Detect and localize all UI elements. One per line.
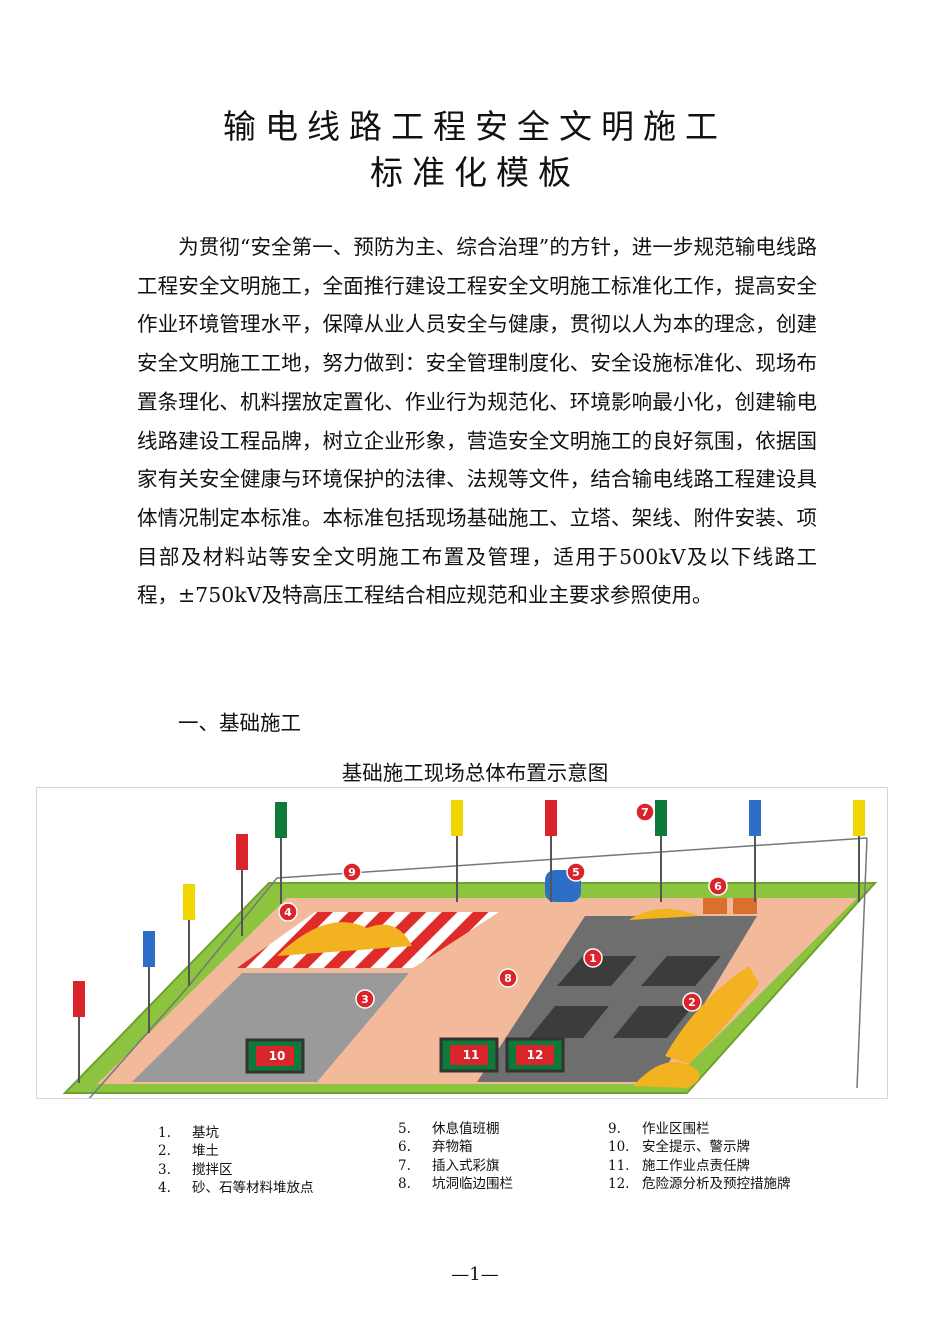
legend-item-label: 安全提示、警示牌 <box>642 1139 750 1156</box>
figure-marker-label: 6 <box>714 880 722 893</box>
figure-marker-label: 3 <box>361 993 369 1006</box>
figure-marker-8: 8 <box>498 968 518 988</box>
foundation-pit <box>641 956 721 986</box>
figure-marker-label: 4 <box>284 906 292 919</box>
legend-item: 4. 砂、石等材料堆放点 <box>158 1179 314 1197</box>
figure-marker-5: 5 <box>566 862 586 882</box>
legend-item: 1. 基坑 <box>158 1124 314 1142</box>
page-number: —1— <box>451 1264 499 1285</box>
legend-item-label: 作业区围栏 <box>642 1121 710 1137</box>
legend-item-label: 砂、石等材料堆放点 <box>192 1179 314 1196</box>
colored-flag <box>655 800 667 902</box>
colored-flag <box>143 931 155 1033</box>
legend-column-2: 5. 休息值班棚 6. 弃物箱 7. 插入式彩旗 8. 坑洞临边围栏 <box>398 1120 513 1193</box>
figure-marker-10: 10 <box>269 1049 286 1063</box>
legend-item-label: 休息值班棚 <box>432 1121 500 1137</box>
figure-marker-2: 2 <box>682 992 702 1012</box>
title-line-1: 输电线路工程安全文明施工 <box>223 107 727 146</box>
waste-box <box>733 898 757 914</box>
legend-item: 5. 休息值班棚 <box>398 1120 513 1138</box>
colored-flag <box>73 981 85 1083</box>
legend-item-number: 9. <box>608 1121 621 1137</box>
figure-marker-label: 8 <box>504 972 512 985</box>
soil-pile <box>629 908 699 920</box>
legend-item-number: 3. <box>158 1161 171 1178</box>
figure-marker-1: 1 <box>583 948 603 968</box>
colored-flag <box>545 800 557 902</box>
legend-item-number: 4. <box>158 1179 171 1196</box>
legend-item-label: 堆土 <box>192 1143 219 1160</box>
soil-pile <box>665 966 759 1064</box>
legend-column-3: 9. 作业区围栏 10. 安全提示、警示牌 11. 施工作业点责任牌 12. 危险源分析及预控… <box>608 1120 791 1193</box>
legend-item: 2. 堆土 <box>158 1142 314 1160</box>
figure-marker-label: 10 <box>269 1049 286 1063</box>
legend-item-number: 12. <box>608 1175 630 1192</box>
legend-item: 6. 弃物箱 <box>398 1138 513 1156</box>
legend-item-label: 插入式彩旗 <box>432 1157 500 1174</box>
figure-marker-12: 12 <box>527 1048 544 1062</box>
soil-pile <box>633 1061 700 1088</box>
legend-item-number: 1. <box>158 1125 171 1141</box>
waste-box <box>703 898 727 914</box>
legend-item: 11. 施工作业点责任牌 <box>608 1157 791 1175</box>
figure-marker-label: 2 <box>688 996 696 1009</box>
work-area-fence <box>88 837 868 1098</box>
legend-item-number: 8. <box>398 1175 411 1192</box>
intro-paragraph-text: 为贯彻“安全第一、预防为主、综合治理”的方针，进一步规范输电线路工程安全文明施工… <box>137 235 817 608</box>
figure-marker-label: 11 <box>463 1048 480 1062</box>
figure-marker-9: 9 <box>342 862 362 882</box>
legend-item-number: 5. <box>398 1121 411 1137</box>
legend-item-label: 坑洞临边围栏 <box>432 1175 513 1192</box>
legend-item: 9. 作业区围栏 <box>608 1120 791 1138</box>
colored-flag <box>183 884 195 986</box>
legend-item: 12. 危险源分析及预控措施牌 <box>608 1175 791 1193</box>
legend-item: 8. 坑洞临边围栏 <box>398 1175 513 1193</box>
figure-marker-11: 11 <box>463 1048 480 1062</box>
colored-flag <box>853 800 865 902</box>
legend-item: 3. 搅拌区 <box>158 1161 314 1179</box>
colored-flag <box>749 800 761 902</box>
colored-flag <box>236 834 248 936</box>
legend-item: 10. 安全提示、警示牌 <box>608 1138 791 1156</box>
legend-item-number: 7. <box>398 1157 411 1174</box>
figure-marker-label: 1 <box>589 952 597 965</box>
figure-marker-6: 6 <box>708 876 728 896</box>
foundation-pit <box>613 1006 693 1038</box>
legend-item-label: 基坑 <box>192 1125 219 1141</box>
legend-item-number: 2. <box>158 1143 171 1160</box>
mixing-zone <box>132 973 409 1082</box>
figure-marker-3: 3 <box>355 989 375 1009</box>
figure-marker-7: 7 <box>635 802 655 822</box>
figure-marker-label: 7 <box>641 806 649 819</box>
legend-column-1: 1. 基坑 2. 堆土 3. 搅拌区 4. 砂、石等材料堆放点 <box>158 1124 314 1197</box>
work-area-fence <box>856 837 868 1089</box>
title-line-2: 标准化模板 <box>370 153 580 192</box>
foundation-pit <box>529 1006 609 1038</box>
legend-item-number: 11. <box>608 1157 630 1174</box>
legend-item-label: 弃物箱 <box>432 1139 473 1156</box>
figure-marker-label: 5 <box>572 866 580 879</box>
sand-pile <box>277 922 412 956</box>
figure-marker-4: 4 <box>278 902 298 922</box>
legend-item-label: 搅拌区 <box>192 1161 233 1178</box>
legend-item: 7. 插入式彩旗 <box>398 1157 513 1175</box>
legend-item-label: 施工作业点责任牌 <box>642 1157 750 1174</box>
figure-marker-label: 9 <box>348 866 356 879</box>
colored-flag <box>275 802 287 904</box>
colored-flag <box>451 800 463 902</box>
responsibility-sign-board <box>439 1037 499 1073</box>
hazard-analysis-sign-board <box>505 1037 565 1073</box>
legend-item-number: 10. <box>608 1139 630 1156</box>
legend-item-number: 6. <box>398 1139 411 1156</box>
figure-caption: 基础施工现场总体布置示意图 <box>341 761 609 785</box>
intro-paragraph: 为贯彻“安全第一、预防为主、综合治理”的方针，进一步规范输电线路工程安全文明施工… <box>137 228 817 615</box>
foundation-pit <box>557 956 637 986</box>
legend-item-label: 危险源分析及预控措施牌 <box>642 1175 791 1192</box>
section-heading: 一、基础施工 <box>178 711 301 735</box>
warning-sign-board <box>245 1038 305 1074</box>
figure-marker-label: 12 <box>527 1048 544 1062</box>
